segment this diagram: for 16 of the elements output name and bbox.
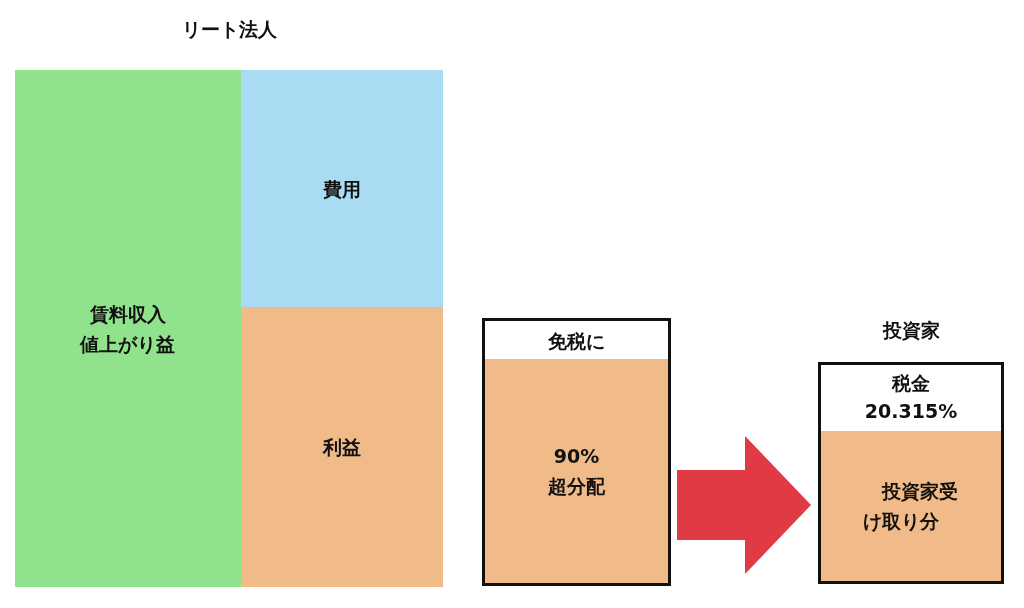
block-label: 費用 — [322, 176, 362, 202]
profit-block — [241, 307, 443, 587]
box-heading: 免税に — [547, 329, 606, 354]
revenue-block — [15, 70, 241, 587]
group-heading: リート法人 — [180, 17, 278, 42]
expense-block — [241, 70, 443, 307]
block-label: 投資家受け取り分 — [863, 479, 959, 534]
distribution-box — [482, 318, 671, 586]
investor-share-block — [821, 431, 1001, 581]
block-label: 賃料収入値上がり益 — [80, 301, 176, 357]
box-heading: 税金20.315% — [863, 371, 959, 424]
arrow — [677, 436, 811, 574]
distribution-block — [485, 359, 668, 583]
block-label: 90%超分配 — [547, 444, 606, 499]
group-heading: 投資家 — [881, 318, 941, 343]
block-label: 利益 — [321, 435, 362, 460]
